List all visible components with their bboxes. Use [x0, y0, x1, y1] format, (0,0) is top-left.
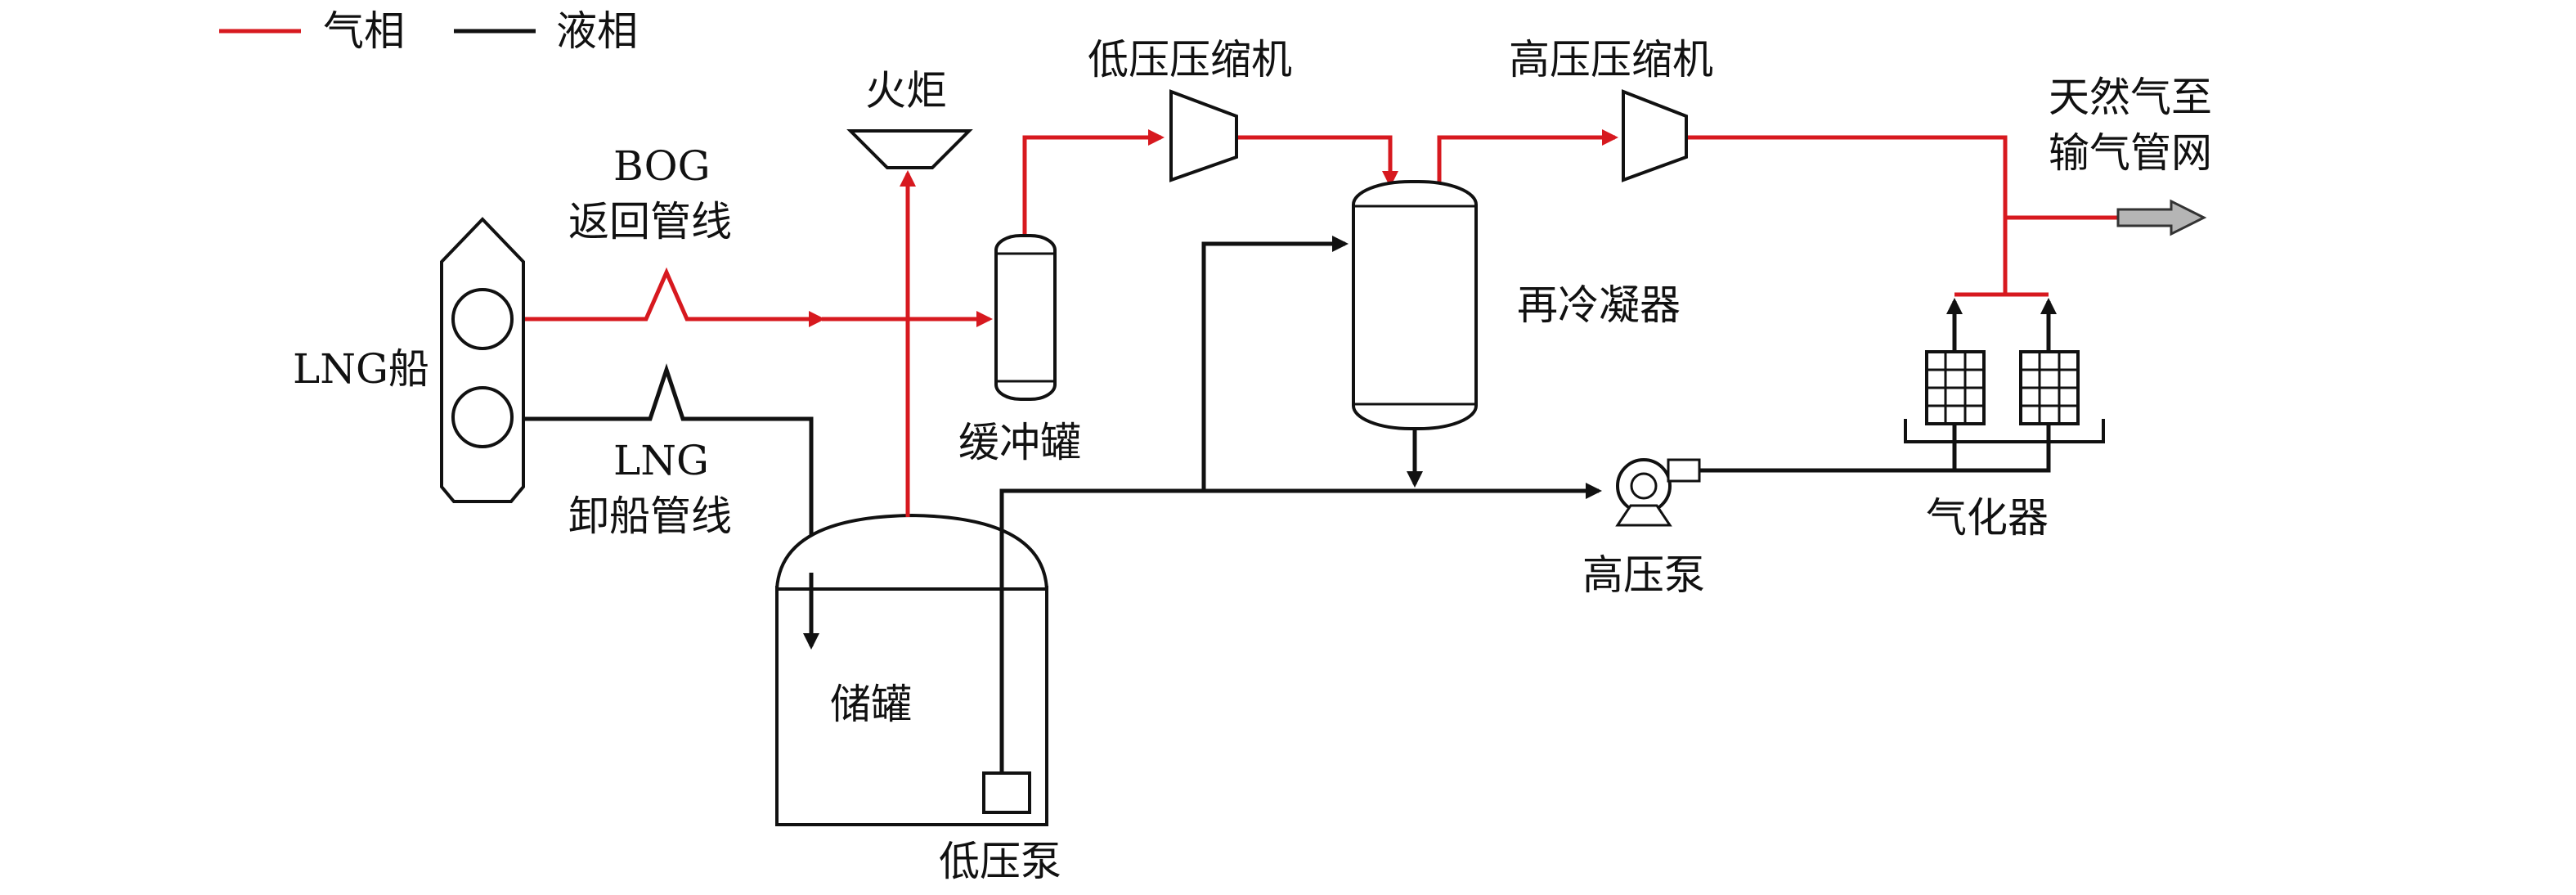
storage-tank — [775, 513, 1048, 826]
hp-pump-impeller-icon — [1630, 472, 1658, 500]
flare-icon — [846, 129, 973, 169]
legend: 气相 液相 — [219, 7, 638, 55]
lp-compressor-icon — [1169, 89, 1238, 182]
lp-compressor-to-recondenser-line — [1236, 135, 1398, 187]
ship-label: LNG船 — [293, 345, 429, 393]
recondenser-to-hp-compressor-line — [1437, 129, 1618, 182]
buffer-tank — [994, 234, 1057, 401]
hp-pump-to-vaporizer-line — [1697, 298, 1963, 473]
buffer-tank-vessel-icon — [994, 234, 1057, 401]
hp-compressor-to-export-line — [1686, 135, 2008, 217]
recondenser — [1352, 180, 1478, 430]
legend-gas-label: 气相 — [323, 7, 405, 55]
hp-compressor-icon — [1622, 89, 1688, 182]
vaporizer-label: 气化器 — [1926, 494, 2049, 542]
storage-tank-label: 储罐 — [830, 681, 912, 728]
lng-unloading-line — [523, 363, 819, 650]
lp-compressor-label: 低压压缩机 — [1088, 36, 1292, 83]
flare-label: 火炬 — [865, 67, 947, 115]
storage-tank-dome-icon — [775, 513, 1048, 590]
lng-ship — [440, 217, 525, 503]
hp-pump — [1615, 458, 1701, 527]
recondenser-feed-line — [1201, 236, 1349, 491]
bog-label-line2: 返回管线 — [568, 198, 732, 245]
lp-pump-label: 低压泵 — [939, 838, 1061, 885]
labels: 火炬 低压压缩机 高压压缩机 天然气至 输气管网 BOG 返回管线 LNG船 L… — [293, 36, 2212, 885]
hp-compressor-label: 高压压缩机 — [1509, 36, 1713, 83]
gas-export-label-line1: 天然气至 — [2049, 74, 2212, 121]
hp-pump-base-icon — [1615, 504, 1672, 527]
buffer-to-lp-compressor-line — [1022, 129, 1165, 237]
hp-pump-label: 高压泵 — [1582, 551, 1705, 599]
vaporizers — [1904, 350, 2105, 443]
ship-tank-icon — [451, 386, 514, 448]
recondenser-vessel-icon — [1352, 180, 1478, 430]
bog-label-line1: BOG — [613, 142, 711, 190]
bog-return-line — [523, 267, 818, 322]
export-arrow-icon — [2116, 199, 2207, 236]
ship-tank-icon — [451, 288, 514, 350]
legend-liquid-label: 液相 — [556, 7, 638, 55]
vaporizer-2 — [2019, 350, 2080, 425]
liquid-lines — [523, 236, 2057, 767]
recondenser-label: 再冷凝器 — [1517, 281, 1681, 329]
lp-pump-icon — [982, 771, 1031, 814]
gas-lines — [523, 129, 2049, 517]
lp-pump-discharge-line — [999, 483, 1602, 767]
lng-label-line2: 卸船管线 — [568, 492, 732, 540]
hp-pump-outlet-icon — [1667, 458, 1701, 483]
buffer-tank-label: 缓冲罐 — [958, 419, 1081, 466]
ship-hull-icon — [440, 217, 525, 503]
vaporizer-1 — [1925, 350, 1986, 425]
vaporizer-bracket — [1904, 419, 2105, 443]
lng-label-line1: LNG — [613, 437, 709, 484]
gas-export-label-line2: 输气管网 — [2049, 129, 2212, 177]
